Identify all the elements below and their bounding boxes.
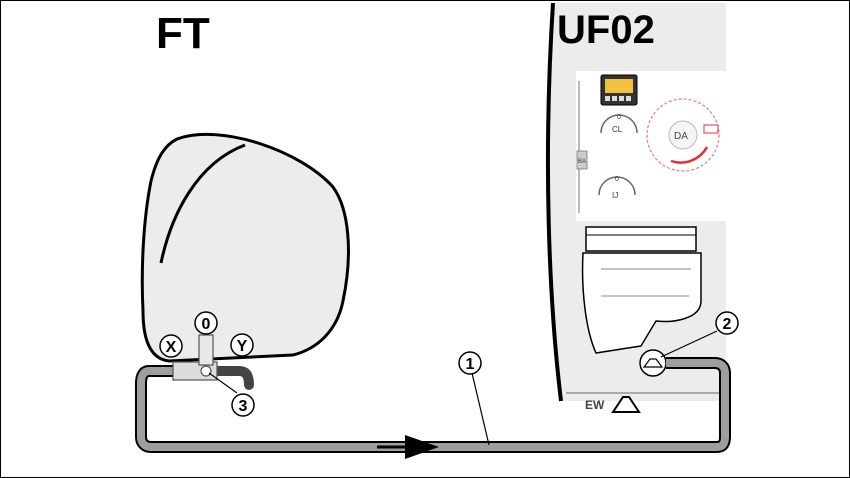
unit-title: UF02	[557, 8, 655, 52]
inlet-fitting	[639, 349, 667, 377]
callout-2: 2	[715, 311, 739, 335]
ba-marker: BA	[576, 150, 588, 170]
da-dial: DA	[646, 98, 720, 172]
callout-2-leader	[660, 330, 718, 358]
tank-outlet-elbow	[210, 366, 254, 390]
callout-x: X	[159, 334, 183, 358]
ba-label: BA	[578, 159, 586, 165]
ew-drain: EW	[585, 396, 641, 413]
ew-label: EW	[585, 398, 605, 412]
flow-direction-arrow	[377, 435, 439, 459]
valve-position-y: Y	[237, 338, 248, 355]
cl-zero-label: 0	[617, 114, 621, 121]
callout-1: 1	[458, 351, 482, 375]
valve-position-0: 0	[202, 316, 211, 333]
ij-label: IJ	[612, 191, 618, 200]
callout-1-text: 1	[466, 356, 475, 373]
internal-unit	[581, 226, 702, 354]
tank-highlight	[159, 143, 246, 264]
callout-2-text: 2	[723, 316, 732, 333]
callout-3-leader	[208, 372, 238, 394]
ij-zero-label: 0	[615, 176, 619, 183]
three-way-valve	[172, 334, 218, 381]
controller-display	[600, 74, 638, 106]
callout-1-leader	[471, 372, 490, 446]
fuel-tank	[140, 132, 350, 363]
cl-gauge: CL 0	[600, 114, 638, 134]
callout-y: Y	[230, 333, 254, 357]
cabinet-edge	[545, 2, 563, 402]
callout-3: 3	[231, 393, 255, 417]
ij-gauge: IJ 0	[598, 176, 636, 200]
valve-position-x: X	[166, 339, 177, 356]
cl-label: CL	[612, 125, 623, 134]
callout-3-text: 3	[239, 398, 248, 415]
callout-zero: 0	[194, 311, 218, 335]
da-label: DA	[674, 131, 688, 142]
tank-title: FT	[156, 9, 210, 58]
